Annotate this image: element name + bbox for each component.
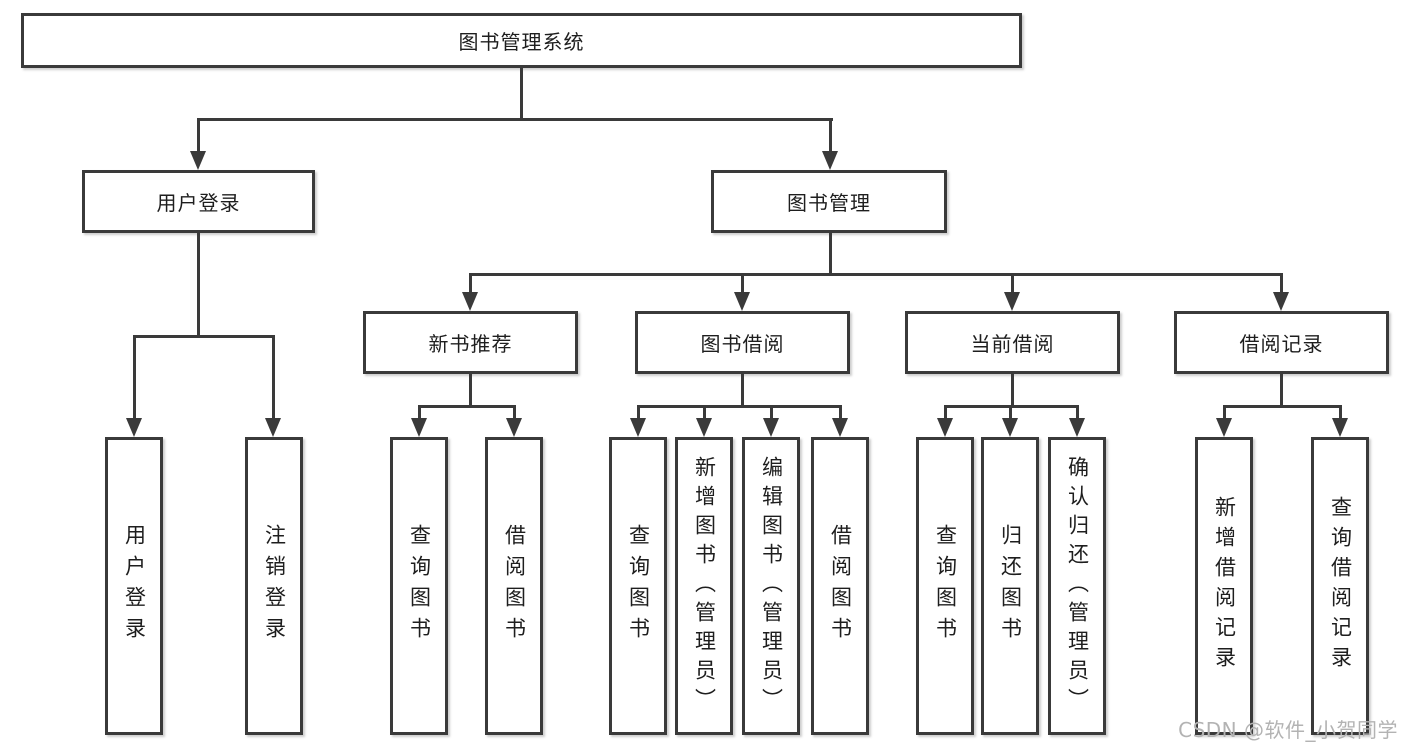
node-book-borrow: 图书借阅 xyxy=(635,311,850,374)
leaf-borrow-books-rec: 借阅图书 xyxy=(485,437,543,735)
connector-userlogin-split xyxy=(133,335,275,338)
connector-bookmgmt-split xyxy=(469,273,1281,276)
leaf-confirm-return-admin: 确认归还（管理员） xyxy=(1048,437,1106,735)
connector-borrowrecords-split xyxy=(1223,405,1341,408)
node-new-book-rec-label: 新书推荐 xyxy=(428,332,513,356)
arrow-to-leaf-confirm-return xyxy=(1069,418,1085,437)
arrow-to-leaf-borrow-books-borrow xyxy=(832,418,848,437)
node-borrow-records-label: 借阅记录 xyxy=(1239,332,1324,356)
leaf-logout-label: 注销登录 xyxy=(262,524,287,648)
connector-root-stem xyxy=(520,68,523,119)
connector-bookmgmt-drop xyxy=(829,118,832,154)
leaf-return-book: 归还图书 xyxy=(981,437,1039,735)
connector-bookborrow-drop xyxy=(741,273,744,295)
leaf-query-borrow-record: 查询借阅记录 xyxy=(1311,437,1369,735)
leaf-query-books-rec: 查询图书 xyxy=(390,437,448,735)
arrow-to-user-login xyxy=(190,151,206,170)
connector-userlogin-drop xyxy=(197,118,200,154)
connector-userlogin-stem xyxy=(197,233,200,335)
arrow-to-book-borrow xyxy=(734,292,750,311)
connector-leaf-userlogin-drop xyxy=(133,335,136,420)
connector-leaf-drop xyxy=(637,405,640,422)
connector-leaf-drop xyxy=(418,405,421,422)
connector-leaf-logout-drop xyxy=(272,335,275,420)
node-root: 图书管理系统 xyxy=(21,13,1022,68)
leaf-confirm-return-admin-label: 确认归还（管理员） xyxy=(1065,455,1090,717)
leaf-add-borrow-record: 新增借阅记录 xyxy=(1195,437,1253,735)
arrow-to-leaf-query-books-borrow xyxy=(630,418,646,437)
leaf-query-books-rec-label: 查询图书 xyxy=(407,524,432,648)
connector-newbookrec-drop xyxy=(469,273,472,295)
leaf-user-login-label: 用户登录 xyxy=(122,524,147,648)
arrow-to-current-borrow xyxy=(1004,292,1020,311)
node-borrow-records: 借阅记录 xyxy=(1174,311,1389,374)
arrow-to-leaf-borrow-books-rec xyxy=(506,418,522,437)
connector-newbookrec-split xyxy=(418,405,516,408)
leaf-query-borrow-record-label: 查询借阅记录 xyxy=(1328,496,1353,676)
node-book-borrow-label: 图书借阅 xyxy=(700,332,785,356)
connector-leaf-drop xyxy=(1009,405,1012,422)
arrow-to-leaf-return-book xyxy=(1002,418,1018,437)
arrow-to-leaf-edit-book xyxy=(763,418,779,437)
leaf-borrow-books-borrow-label: 借阅图书 xyxy=(828,524,853,648)
arrow-to-borrow-records xyxy=(1273,292,1289,311)
connector-leaf-drop xyxy=(1223,405,1226,422)
connector-newbookrec-stem xyxy=(469,374,472,405)
connector-leaf-drop xyxy=(839,405,842,422)
arrow-to-leaf-add-book xyxy=(696,418,712,437)
arrow-to-leaf-user-login xyxy=(126,418,142,437)
connector-currentborrow-stem xyxy=(1011,374,1014,405)
node-book-mgmt: 图书管理 xyxy=(711,170,947,233)
node-current-borrow-label: 当前借阅 xyxy=(970,332,1055,356)
leaf-edit-book-admin: 编辑图书（管理员） xyxy=(742,437,800,735)
leaf-add-book-admin-label: 新增图书（管理员） xyxy=(692,455,717,717)
node-user-login-label: 用户登录 xyxy=(156,191,241,215)
node-current-borrow: 当前借阅 xyxy=(905,311,1120,374)
node-new-book-rec: 新书推荐 xyxy=(363,311,578,374)
connector-leaf-drop xyxy=(1339,405,1342,422)
arrow-to-leaf-query-books-rec xyxy=(411,418,427,437)
connector-bookborrow-split xyxy=(637,405,840,408)
arrow-to-leaf-query-borrow-record xyxy=(1332,418,1348,437)
watermark: CSDN @软件_小贺同学 xyxy=(1178,718,1398,742)
connector-bookmgmt-stem xyxy=(829,233,832,273)
connector-leaf-drop xyxy=(703,405,706,422)
leaf-borrow-books-rec-label: 借阅图书 xyxy=(502,524,527,648)
node-book-mgmt-label: 图书管理 xyxy=(787,191,871,215)
arrow-to-new-book-rec xyxy=(462,292,478,311)
leaf-borrow-books-borrow: 借阅图书 xyxy=(811,437,869,735)
node-user-login: 用户登录 xyxy=(82,170,315,233)
leaf-user-login: 用户登录 xyxy=(105,437,163,735)
connector-leaf-drop xyxy=(944,405,947,422)
connector-currentborrow-drop xyxy=(1011,273,1014,295)
connector-leaf-drop xyxy=(1076,405,1079,422)
connector-borrowrecords-drop xyxy=(1280,273,1283,295)
leaf-query-books-current: 查询图书 xyxy=(916,437,974,735)
connector-bookborrow-stem xyxy=(741,374,744,405)
arrow-to-leaf-query-books-current xyxy=(937,418,953,437)
connector-leaf-drop xyxy=(513,405,516,422)
leaf-query-books-current-label: 查询图书 xyxy=(933,524,958,648)
leaf-logout: 注销登录 xyxy=(245,437,303,735)
connector-borrowrecords-stem xyxy=(1280,374,1283,405)
node-root-label: 图书管理系统 xyxy=(458,30,585,54)
connector-leaf-drop xyxy=(770,405,773,422)
leaf-add-book-admin: 新增图书（管理员） xyxy=(675,437,733,735)
arrow-to-book-mgmt xyxy=(822,151,838,170)
leaf-add-borrow-record-label: 新增借阅记录 xyxy=(1212,496,1237,676)
connector-root-split xyxy=(197,118,833,121)
leaf-return-book-label: 归还图书 xyxy=(998,524,1023,648)
leaf-query-books-borrow-label: 查询图书 xyxy=(626,524,651,648)
arrow-to-leaf-add-borrow-record xyxy=(1216,418,1232,437)
arrow-to-leaf-logout xyxy=(265,418,281,437)
leaf-edit-book-admin-label: 编辑图书（管理员） xyxy=(759,455,784,717)
leaf-query-books-borrow: 查询图书 xyxy=(609,437,667,735)
